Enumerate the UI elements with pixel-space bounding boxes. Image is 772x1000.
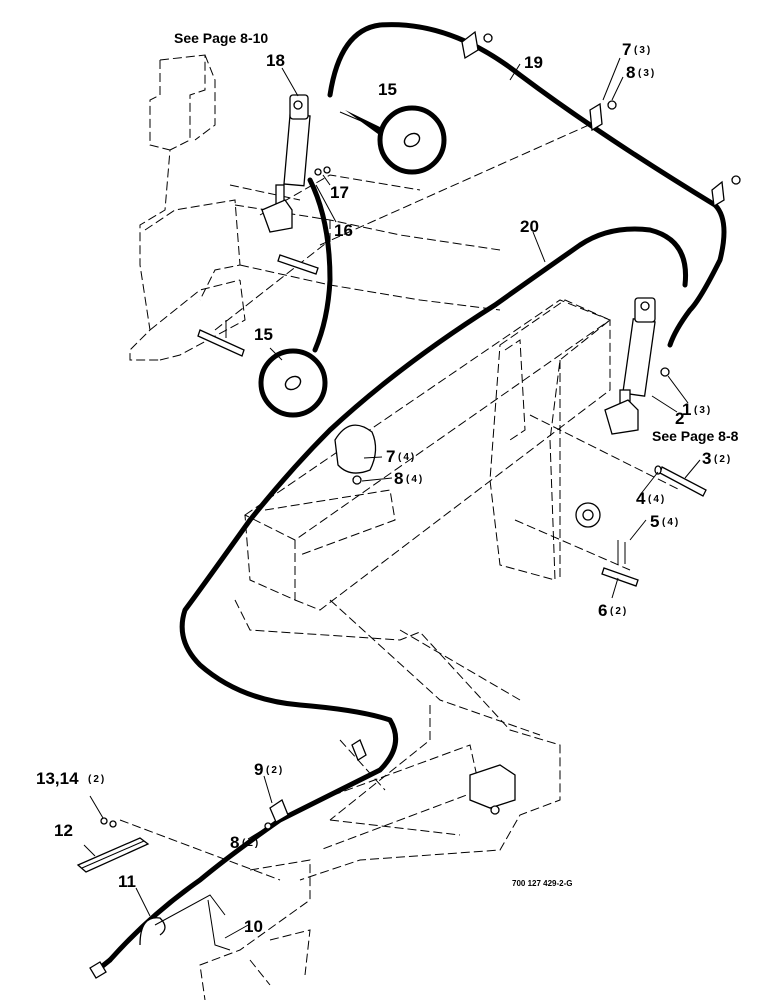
callout-9-qty: (2)	[266, 765, 284, 776]
callout-7-qty4: 7	[386, 447, 395, 466]
callout-8-qty3: 8	[626, 63, 635, 82]
callout-6-qty: (2)	[610, 606, 628, 617]
callout-18: 18	[266, 51, 285, 70]
callout-3: 3	[702, 449, 711, 468]
callout-5: 5	[650, 512, 659, 531]
callout-8-qty2-qty: (2)	[242, 838, 260, 849]
callout-7-qty3-qty: (3)	[634, 45, 652, 56]
callout-8-qty2: 8	[230, 833, 239, 852]
callout-19: 19	[524, 53, 543, 72]
callout-8-qty3-qty: (3)	[638, 68, 656, 79]
left-frame-upright	[129, 54, 246, 361]
hose-19	[327, 22, 727, 348]
hose-20	[107, 226, 689, 963]
callout-13-14: 13,14	[36, 769, 79, 788]
callout-3-qty: (2)	[714, 454, 732, 465]
callout-17: 17	[330, 183, 349, 202]
callout-1: 1	[682, 400, 691, 419]
callout-8-qty4-qty: (4)	[406, 474, 424, 485]
callout-20: 20	[520, 217, 539, 236]
callout-11: 11	[118, 872, 136, 891]
callout-9: 9	[254, 760, 263, 779]
lower-platform	[234, 599, 561, 881]
right-frame-upright	[489, 299, 611, 581]
callout-6: 6	[598, 601, 607, 620]
callout-7-qty3: 7	[622, 40, 631, 59]
callout-4-qty: (4)	[648, 494, 666, 505]
detail-ring-15-lower	[258, 348, 328, 418]
callout-15-upper: 15	[378, 80, 397, 99]
see-page-8-8-note: See Page 8-8	[652, 428, 739, 444]
centerlines	[119, 119, 681, 881]
callout-1-qty: (3)	[694, 405, 712, 416]
callout-16: 16	[334, 221, 353, 240]
center-beam	[244, 299, 612, 611]
callout-13-14-qty: (2)	[88, 774, 106, 785]
callout-15-lower: 15	[254, 325, 273, 344]
right-cylinder-2	[604, 297, 656, 435]
leader-lines	[83, 57, 701, 939]
callout-8-qty4: 8	[394, 469, 403, 488]
left-cylinder-18	[261, 94, 311, 233]
callout-4: 4	[636, 489, 646, 508]
callout-12: 12	[54, 821, 73, 840]
hitch-tongue	[199, 744, 481, 1000]
detail-ring-15-upper	[339, 105, 447, 175]
callout-2: 2	[675, 409, 684, 428]
callout-7-qty4-qty: (4)	[398, 452, 416, 463]
figure-number: 700 127 429-2-G	[512, 879, 573, 888]
see-page-8-10-note: See Page 8-10	[174, 30, 268, 46]
callout-5-qty: (4)	[662, 517, 680, 528]
main-frame-tube	[234, 174, 501, 311]
hardware	[76, 30, 741, 979]
hose-16	[307, 177, 333, 353]
callout-10: 10	[244, 917, 263, 936]
